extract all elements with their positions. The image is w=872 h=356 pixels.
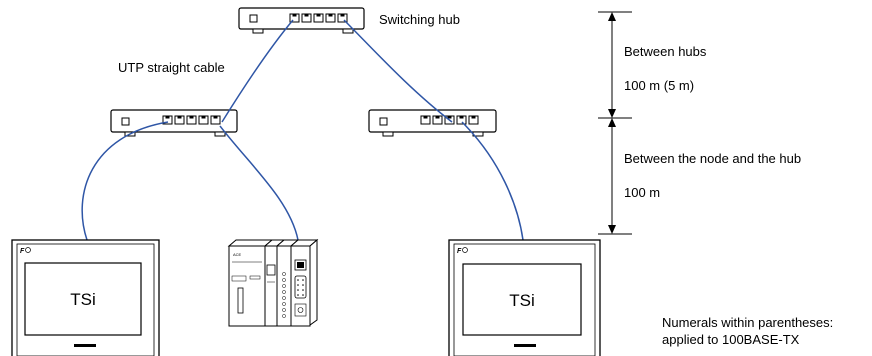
switching-hub-top [238,7,365,34]
between-node-hub-distance: 100 m [624,185,660,200]
footnote-line-2: applied to 100BASE-TX [662,332,800,347]
tsi-screen-right [462,263,582,336]
footnote-line-1: Numerals within parentheses: [662,315,833,330]
hub-left [110,109,238,137]
cable-tophub-to-lefthub [221,19,294,123]
tsi-panel-right: F [448,239,601,356]
utp-cable-label: UTP straight cable [118,60,225,75]
between-hubs-label: Between hubs [624,44,707,59]
distance-markers [598,11,632,235]
plc-label: ACE [233,252,242,257]
plc-unit [227,238,319,327]
hub-right [368,109,497,137]
tsi-screen-left [24,262,142,336]
between-hubs-distance: 100 m (5 m) [624,78,694,93]
panel-logo-right: F [457,248,462,255]
tsi-panel-left: F [11,239,160,356]
cable-righthub-to-right-tsi [461,121,524,241]
cables [81,19,524,241]
cable-lefthub-to-plc [219,125,299,241]
between-node-hub-label: Between the node and the hub [624,151,801,166]
tsi-label-left: TSi [70,290,96,309]
switching-hub-label: Switching hub [379,12,460,27]
tsi-label-right: TSi [509,291,535,310]
cable-tophub-to-righthub [343,19,453,123]
panel-logo-left: F [20,248,25,255]
cable-lefthub-to-left-tsi [81,121,169,241]
